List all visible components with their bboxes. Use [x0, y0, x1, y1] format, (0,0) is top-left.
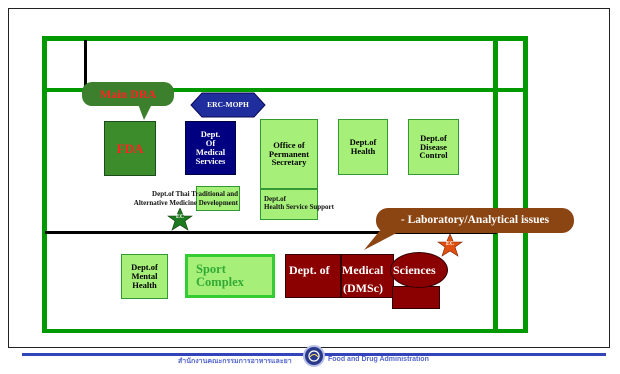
dmsc-sciences-label: Sciences — [393, 263, 436, 277]
ec-right-label: EC — [445, 240, 455, 247]
erc-moph-hexagon[interactable] — [190, 92, 266, 118]
office-permanent-secretary-box[interactable]: Office of Permanent Secretary — [260, 119, 318, 189]
dept-health-box[interactable]: Dept.of Health — [338, 119, 388, 175]
ec-right-star-icon[interactable] — [437, 234, 463, 260]
dmsc-dept-of-label: Dept. of — [289, 263, 330, 277]
dept-mental-health-box[interactable]: Dept.of Mental Health — [121, 254, 168, 299]
erc-moph-label: ERC-MOPH — [207, 100, 249, 110]
main-dra-callout-pointer — [138, 104, 152, 120]
dmsc-sciences-ellipse[interactable] — [390, 252, 448, 288]
dmsc-bottom-box[interactable] — [392, 286, 440, 309]
dmsc-medical-label: Medical — [342, 263, 384, 277]
dmsc-dept-box[interactable] — [285, 254, 341, 298]
frame-inner-vertical-road — [493, 36, 498, 332]
dept-health-service-support-label: Dept.of Health Service Support — [264, 195, 334, 212]
dept-medical-services-box[interactable]: Dept. Of Medical Services — [185, 121, 236, 175]
dept-thai-traditional-label: Dept.of Thai Traditional and Alternative… — [133, 190, 238, 207]
fda-box[interactable]: FDA — [104, 121, 156, 176]
black-road-vertical — [84, 40, 87, 92]
dmsc-medical-box[interactable] — [341, 254, 394, 298]
ec-left-label: EC — [175, 213, 185, 220]
footer-english-text: Food and Drug Administration — [328, 356, 429, 363]
dept-thai-traditional-box[interactable] — [196, 186, 240, 211]
fda-label: FDA — [116, 140, 144, 156]
frame-left-road — [42, 36, 47, 332]
frame-bottom-road — [42, 329, 528, 333]
main-dra-callout: Main DRA — [82, 82, 174, 106]
frame-right-road — [523, 36, 528, 332]
main-dra-label: Main DRA — [99, 86, 157, 101]
dept-health-service-support-box[interactable] — [260, 189, 318, 220]
dmsc-abbr-label: (DMSc) — [343, 281, 383, 295]
lab-issues-callout-pointer — [364, 228, 406, 250]
footer-thai-text: สำนักงานคณะกรรมการอาหารและยา — [178, 358, 292, 365]
lab-issues-callout: - Laboratory/Analytical issues — [376, 208, 574, 233]
dept-disease-control-box[interactable]: Dept.of Disease Control — [408, 119, 459, 175]
ec-left-star-icon[interactable] — [167, 208, 193, 234]
frame-top-road — [42, 36, 528, 41]
fda-seal-icon — [303, 345, 325, 367]
frame-middle-road — [42, 88, 528, 92]
black-road-horizontal — [45, 231, 497, 234]
sport-complex-label: Sport Complex — [196, 261, 244, 289]
sport-complex-box[interactable]: Sport Complex — [185, 254, 275, 298]
